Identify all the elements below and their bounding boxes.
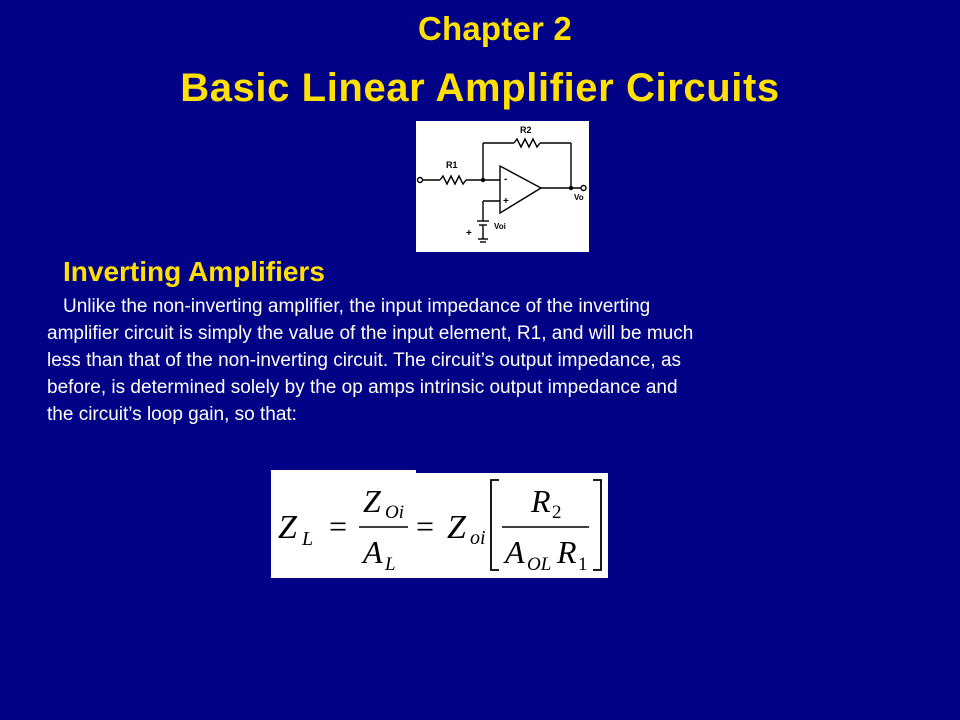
r1-label: R1 [446,160,458,170]
chapter-label: Chapter 2 [417,10,572,47]
body-line: Unlike the non-inverting amplifier, the … [63,296,651,317]
formula-two-sub: 2 [552,502,562,523]
output-impedance-formula: Z L = Z Oi A L = Z oi R 2 A OL R [271,470,608,578]
r1-resistor [439,174,467,186]
body-line: before, is determined solely by the op a… [47,377,678,398]
section-heading: Inverting Amplifiers [63,256,325,287]
r2-label: R2 [520,125,532,135]
formula-z-upper: Z [363,483,382,519]
formula-oi-lower-sub: oi [470,527,486,549]
right-bracket [593,479,602,571]
plus-label: + [503,196,509,207]
inverting-amplifier-circuit-diagram: R1 R2 Vo Voi - + + [416,121,589,252]
r2-resistor [513,137,541,149]
op-amp-triangle [499,164,543,215]
formula-l-sub-lower: L [384,554,396,575]
formula-background-left [271,470,416,578]
formula-oi-upper-sub: Oi [385,502,404,523]
formula-r-denom: R [556,534,577,570]
formula-l-sub: L [301,528,313,550]
body-line: amplifier circuit is simply the value of… [47,323,694,344]
body-paragraph: Unlike the non-inverting amplifier, the … [47,293,907,428]
battery-plus-label: + [466,228,472,239]
formula-z-lower: Z [447,509,467,546]
formula-r-num: R [530,483,551,519]
vo-label: Vo [574,193,584,202]
input-terminal [416,176,424,184]
formula-svg: Z L = Z Oi A L = Z oi R 2 A OL R [278,479,602,575]
voi-label: Voi [494,222,506,231]
formula-equals-2: = [416,508,434,544]
formula-one-sub: 1 [578,554,588,575]
circuit-svg: R1 R2 Vo Voi - + + [416,125,587,243]
formula-equals-1: = [329,508,347,544]
slide-title: Basic Linear Amplifier Circuits [180,66,780,110]
minus-label: - [504,174,507,185]
body-line: less than that of the non-inverting circ… [47,350,682,371]
body-line: the circuit’s loop gain, so that: [47,404,297,425]
left-bracket [490,479,499,571]
formula-z: Z [278,509,298,546]
formula-a-denom: A [503,534,525,570]
formula-a-lower-left: A [361,534,383,570]
formula-background-right [416,473,608,578]
formula-ol-sub: OL [527,554,551,575]
